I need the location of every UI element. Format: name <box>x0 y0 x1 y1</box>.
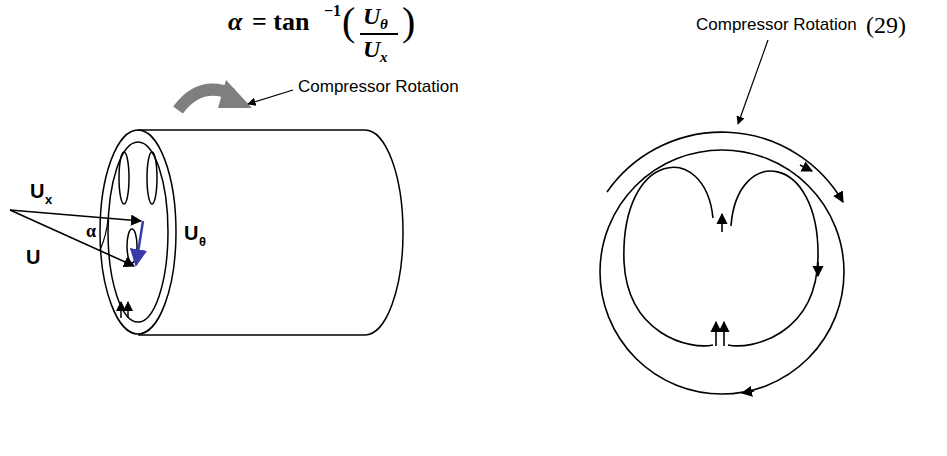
equation-symbol: U <box>363 3 380 29</box>
flow-arrows <box>121 302 128 318</box>
equation-exponent: −1 <box>324 2 341 20</box>
vector-label: U <box>26 246 40 268</box>
callout-label: Compressor Rotation <box>696 16 857 35</box>
rotation-arrow <box>178 80 252 110</box>
equation-symbol: α <box>228 8 242 37</box>
fraction-bar <box>360 33 398 35</box>
leader-line <box>248 90 293 104</box>
equation-subscript: θ <box>380 16 388 33</box>
callout-label: Compressor Rotation <box>298 78 459 97</box>
equation-bracket: ( <box>342 0 355 44</box>
vector-subscript: x <box>45 193 52 207</box>
equation-subscript: x <box>380 49 388 66</box>
equation-operator: = tan <box>252 8 309 37</box>
vector-label: U <box>184 222 198 244</box>
compressor-cylinder <box>100 130 403 335</box>
vector-subscript: θ <box>199 235 206 249</box>
angle-label: α <box>86 222 96 242</box>
equation-symbol: U <box>363 36 380 62</box>
equation-bracket: ) <box>402 0 415 44</box>
equation-number: (29) <box>866 12 906 38</box>
leader-line <box>738 40 768 124</box>
flow-cross-section <box>600 132 844 394</box>
vector-label: U <box>30 180 44 202</box>
